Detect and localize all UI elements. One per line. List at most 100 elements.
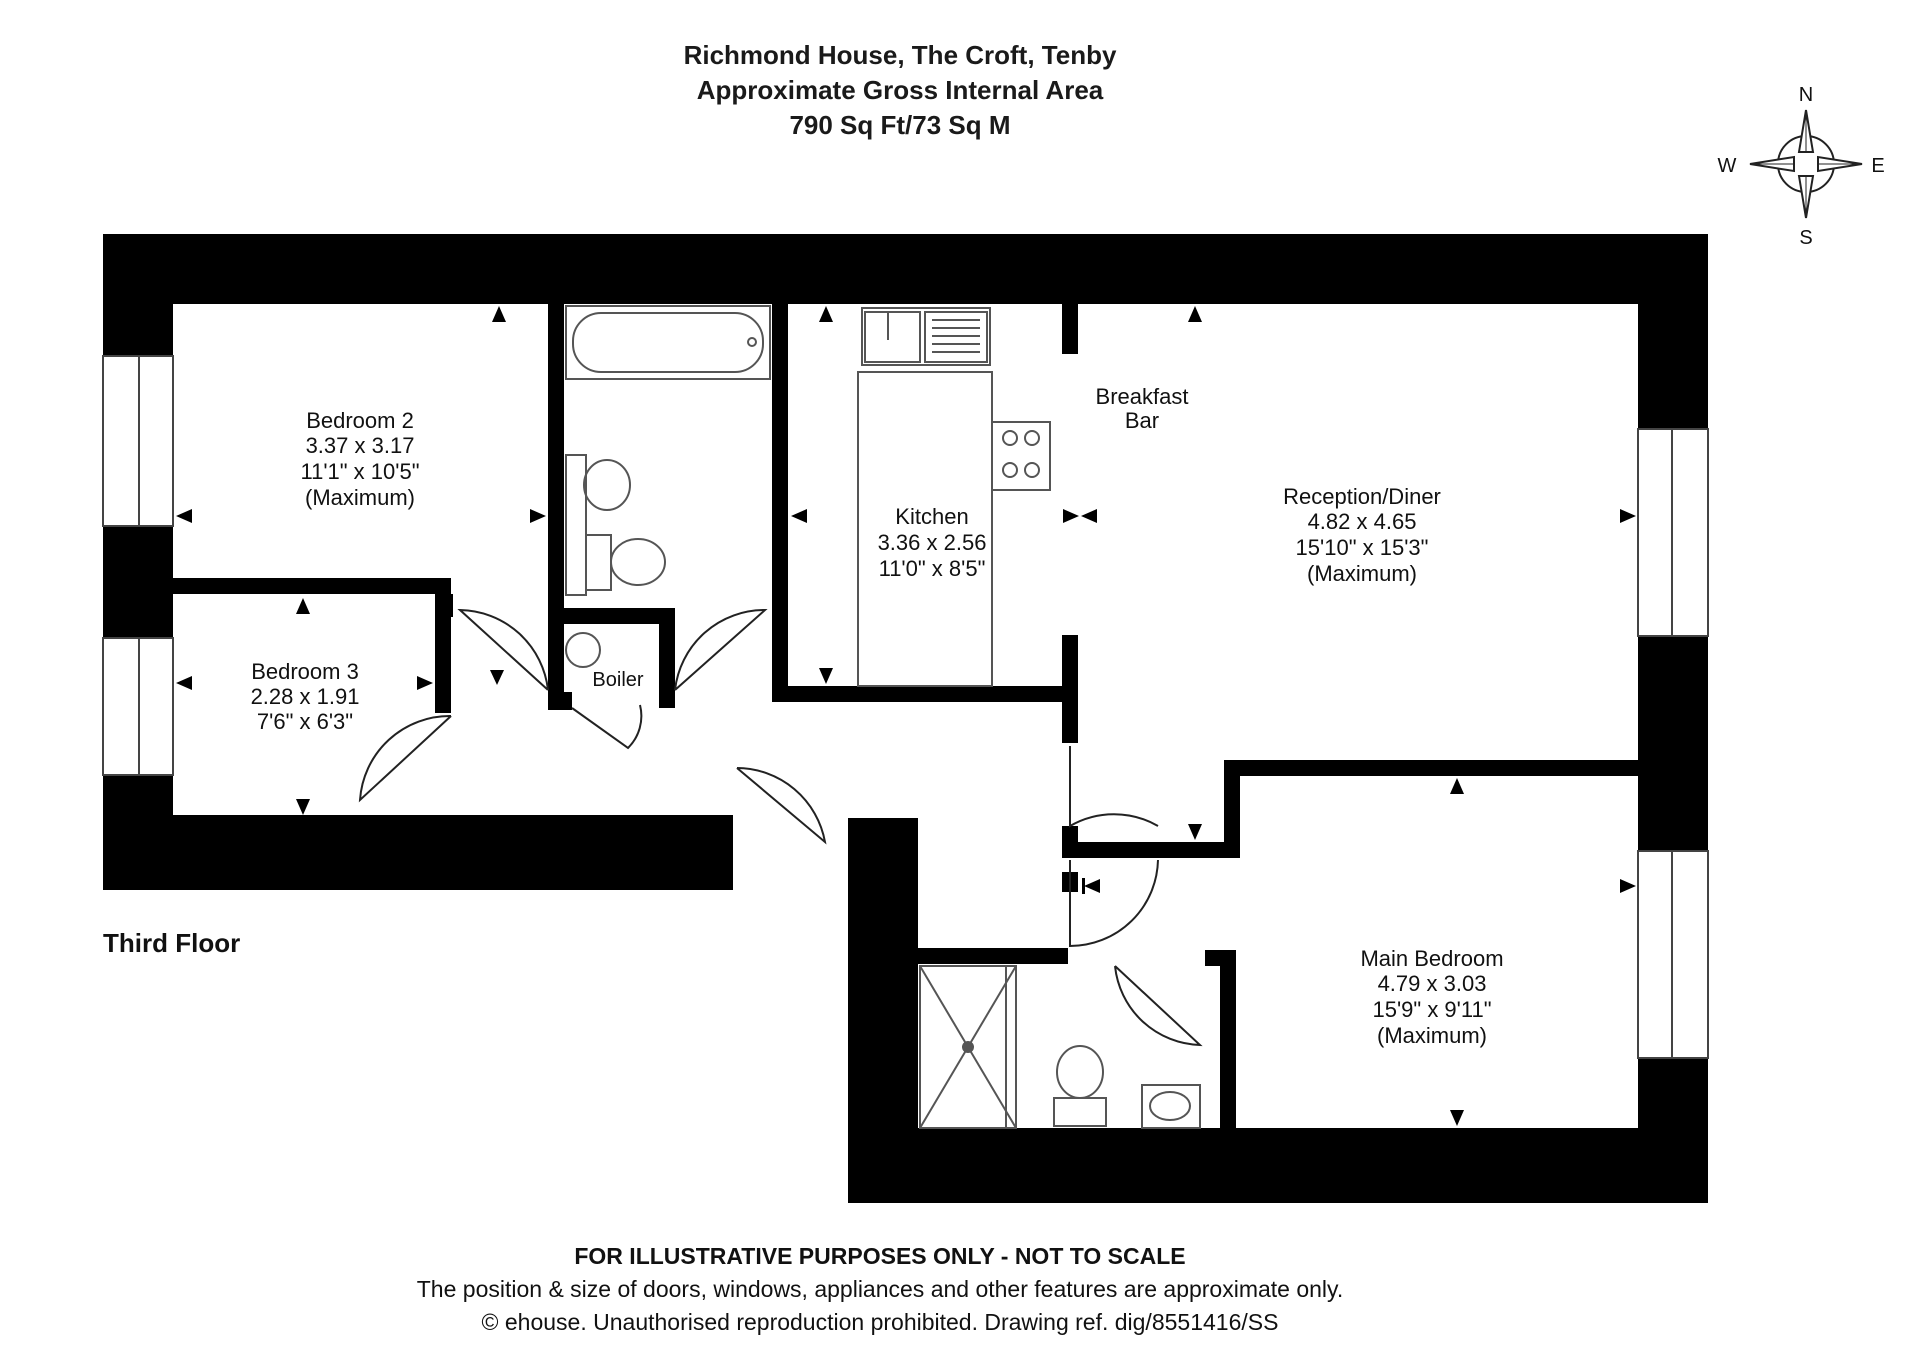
room-main-bedroom: Main Bedroom 4.79 x 3.03 15'9" x 9'11" (… (1360, 946, 1503, 1048)
hob-ring-4 (1024, 462, 1040, 478)
arrow-mainbed-right (1620, 879, 1636, 893)
room-metric: 3.37 x 3.17 (306, 433, 415, 458)
boiler-unit (565, 632, 601, 668)
wall-ensuite-bedroom (1220, 950, 1236, 1128)
wall-bedroom-top (1224, 760, 1638, 776)
wall-boiler-left (548, 692, 572, 710)
wall-ensuite-top-right (1205, 950, 1236, 966)
wall-left-upper (103, 234, 173, 356)
arrow-bed3-bottom (296, 799, 310, 815)
kitchen-counter (857, 371, 993, 687)
basin-counter (565, 454, 587, 596)
arrow-kitchen-right (1063, 509, 1079, 523)
ensuite-basin (1149, 1091, 1191, 1121)
copyright-notice: © ehouse. Unauthorised reproduction proh… (481, 1309, 1279, 1335)
wall-right-upper (1638, 234, 1708, 429)
wall-kitchen-bottom (772, 686, 1070, 702)
breakfast-bar-label: Breakfast Bar (1096, 384, 1189, 433)
dimension-markers (176, 306, 1636, 1126)
wall-bedroom-left-step (1224, 760, 1240, 858)
arrow-bed3-right (417, 676, 433, 690)
room-metric: 3.36 x 2.56 (878, 530, 987, 555)
room-note: (Maximum) (305, 485, 415, 510)
hob (991, 421, 1051, 491)
room-name: Reception/Diner (1283, 484, 1441, 509)
wall-ensuite-top (918, 948, 1068, 964)
bathtub (565, 305, 771, 380)
door-bathroom (674, 608, 768, 691)
walls (103, 234, 1708, 1203)
ensuite-basin-unit (1141, 1084, 1201, 1129)
plan-footer: FOR ILLUSTRATIVE PURPOSES ONLY - NOT TO … (330, 1240, 1430, 1339)
room-note: (Maximum) (1307, 561, 1417, 586)
disclaimer: FOR ILLUSTRATIVE PURPOSES ONLY - NOT TO … (574, 1243, 1186, 1269)
room-imperial: 11'0" x 8'5" (879, 556, 986, 581)
window-main-bedroom (1637, 850, 1709, 1059)
arrow-bed2-right (530, 509, 546, 523)
wall-bedroom-entry (1062, 842, 1240, 858)
wall-kitchen-reception-upper (1062, 304, 1078, 354)
room-imperial: 7'6" x 6'3" (257, 709, 353, 734)
arrow-mainbed-bottom (1450, 1110, 1464, 1126)
toilet-cistern (585, 534, 612, 591)
property-title: Richmond House, The Croft, Tenby (683, 40, 1117, 70)
arrow-reception-top (1188, 306, 1202, 322)
room-metric: 4.82 x 4.65 (1308, 509, 1417, 534)
svg-text:Bar: Bar (1125, 408, 1159, 433)
compass-west: W (1718, 155, 1737, 177)
approximation-note: The position & size of doors, windows, a… (416, 1276, 1344, 1302)
wall-right-mid (1638, 636, 1708, 851)
room-kitchen: Kitchen 3.36 x 2.56 11'0" x 8'5" (878, 504, 987, 581)
area-value: 790 Sq Ft/73 Sq M (789, 110, 1011, 140)
kitchen-sink-bowl (864, 311, 921, 363)
arrow-kitchen-left (791, 509, 807, 523)
room-imperial: 11'1" x 10'5" (300, 459, 419, 484)
arrow-reception-left (1081, 509, 1097, 523)
arrow-bed3-left (176, 676, 192, 690)
room-name: Bedroom 3 (251, 659, 359, 684)
window-reception (1637, 428, 1709, 637)
arrow-hall-down (490, 670, 504, 685)
ensuite-toilet-cistern (1053, 1097, 1107, 1127)
floor-label: Third Floor (103, 928, 241, 958)
room-name: Bedroom 2 (306, 408, 414, 433)
plan-header: Richmond House, The Croft, Tenby Approxi… (560, 38, 1240, 143)
bathtub-inner (572, 312, 764, 373)
door-main-bedroom (1069, 859, 1159, 948)
wall-kitchen-reception-lower (1062, 635, 1078, 743)
kitchen-drainer (924, 311, 988, 363)
window-bedroom2 (102, 355, 174, 527)
wall-bed2-bed3 (173, 578, 451, 594)
room-name: Main Bedroom (1360, 946, 1503, 971)
wall-bottom-left (103, 815, 733, 890)
room-boiler-label: Boiler (592, 669, 643, 691)
arrow-kitchen-bottom (819, 668, 833, 684)
door-entrance (736, 767, 827, 845)
window-bedroom3 (102, 637, 174, 776)
room-imperial: 15'10" x 15'3" (1296, 535, 1429, 560)
drainer-lines (932, 319, 980, 353)
fixtures (565, 305, 1201, 1129)
arrow-bed3-top (296, 598, 310, 614)
arrow-bed2-left (176, 509, 192, 523)
wall-boiler-right (659, 608, 675, 708)
compass-east: E (1871, 155, 1884, 177)
arrow-reception-bottom (1188, 824, 1202, 840)
room-reception-diner: Reception/Diner 4.82 x 4.65 15'10" x 15'… (1283, 484, 1441, 586)
wall-top (103, 234, 1708, 304)
room-metric: 4.79 x 3.03 (1378, 971, 1487, 996)
room-bedroom-3: Bedroom 3 2.28 x 1.91 7'6" x 6'3" (251, 659, 360, 734)
bathroom-basin (583, 459, 631, 511)
door-reception (1069, 746, 1159, 828)
wall-bed3-hall-stub (441, 594, 453, 617)
compass-north: N (1799, 84, 1813, 106)
wall-bath-kitchen (772, 304, 788, 689)
arrow-bed2-top (492, 306, 506, 322)
arrow-kitchen-top (819, 306, 833, 322)
door-bedroom2 (457, 608, 549, 691)
room-name: Kitchen (895, 504, 968, 529)
compass-south: S (1799, 227, 1812, 249)
bath-plug (747, 337, 757, 347)
arrow-mainbed-top (1450, 778, 1464, 794)
